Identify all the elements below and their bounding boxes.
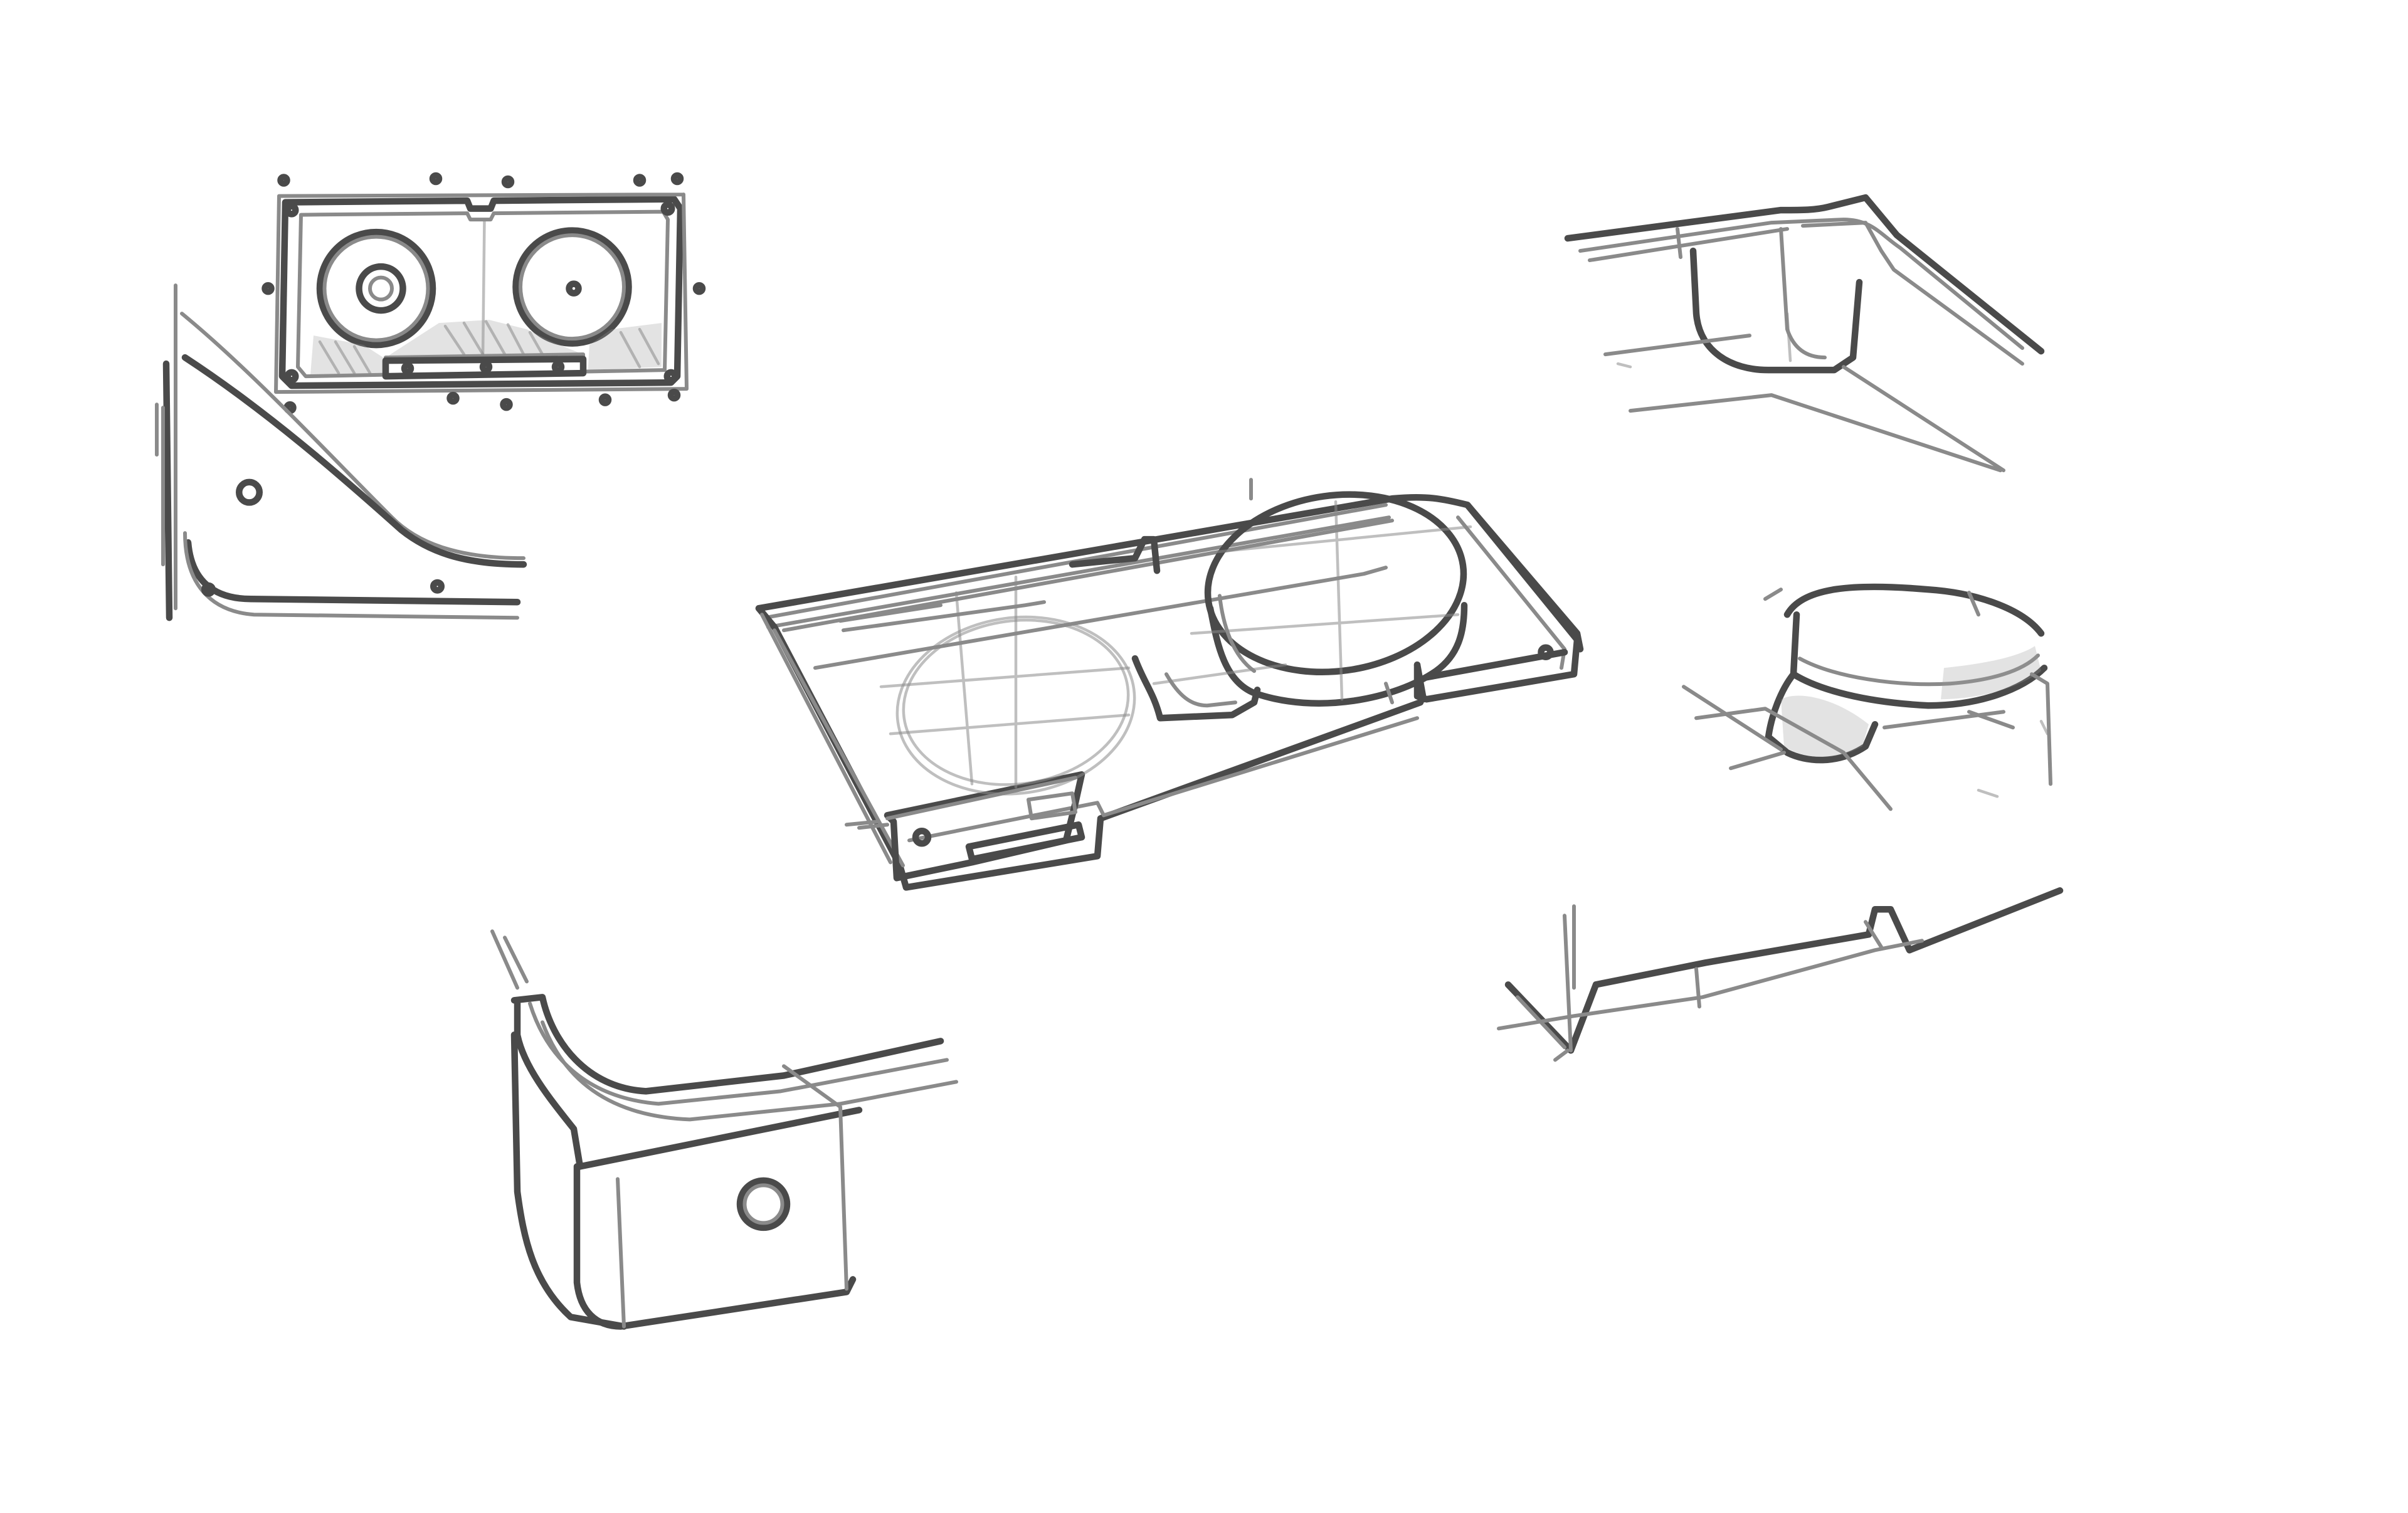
tray-isometric-sketch [755,478,1584,891]
inner-corner-sketch [1564,194,2045,473]
edge-notch-sketch [1497,887,2064,1062]
corner-bracket-sketch [155,283,527,621]
cup-base-sketch [1682,583,2052,811]
top-view-sketch [261,172,706,414]
outer-corner-sketch [490,929,958,1330]
